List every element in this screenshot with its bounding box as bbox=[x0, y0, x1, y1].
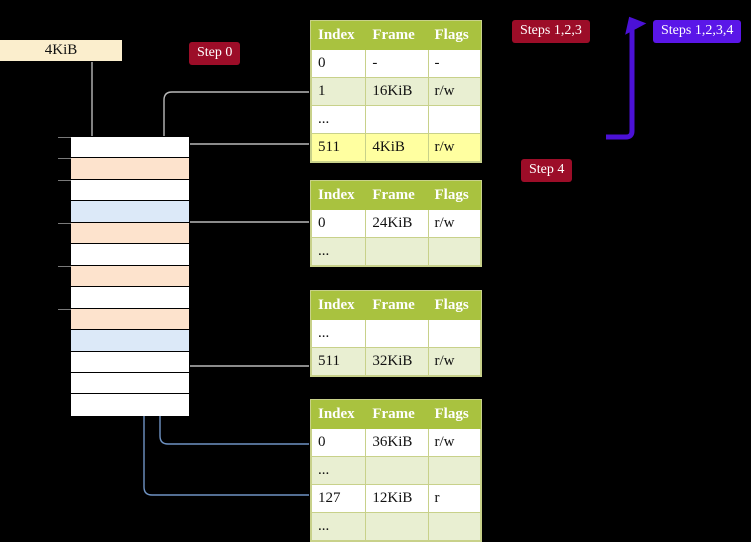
memory-frame-row bbox=[71, 351, 189, 373]
memory-frame-row bbox=[71, 394, 189, 416]
column-header-frame: Frame bbox=[365, 181, 429, 210]
table-cell: r/w bbox=[427, 133, 482, 162]
memory-frame-row bbox=[58, 158, 189, 180]
table-cell: ... bbox=[310, 105, 367, 134]
table-cell bbox=[365, 512, 429, 541]
memory-frame-row bbox=[58, 137, 189, 159]
memory-frame-row bbox=[71, 330, 189, 352]
frame-tick-mark bbox=[58, 222, 71, 224]
table-row[interactable]: ... bbox=[310, 105, 482, 134]
table-cell: 511 bbox=[310, 347, 367, 376]
table-cell bbox=[365, 237, 429, 266]
table-cell: 24KiB bbox=[365, 209, 429, 238]
frame-size-label: 4KiB bbox=[0, 40, 122, 61]
memory-frame-row bbox=[58, 179, 189, 202]
table-cell: 0 bbox=[310, 428, 367, 457]
table-cell bbox=[427, 512, 482, 541]
table-row[interactable]: ... bbox=[310, 319, 482, 348]
column-header-index: Index bbox=[310, 181, 367, 210]
table-cell: ... bbox=[310, 512, 367, 541]
table-cell bbox=[427, 237, 482, 266]
diagram-canvas: 4KiB Step 0 Steps 1,2,3 Steps 1,2,3,4 St… bbox=[0, 16, 742, 542]
column-header-flags: Flags bbox=[427, 181, 482, 210]
table-cell: - bbox=[427, 49, 482, 78]
table-row[interactable]: ... bbox=[310, 237, 482, 266]
table-cell: 12KiB bbox=[365, 484, 429, 513]
table-cell bbox=[427, 105, 482, 134]
table-cell: 127 bbox=[310, 484, 367, 513]
table-cell: 511 bbox=[310, 133, 367, 162]
table-cell: r/w bbox=[427, 209, 482, 238]
memory-frame-row bbox=[71, 287, 189, 309]
table-cell bbox=[427, 319, 482, 348]
table-row[interactable]: ... bbox=[310, 456, 482, 485]
table-cell: 4KiB bbox=[365, 133, 429, 162]
table-cell: 0 bbox=[310, 209, 367, 238]
table-cell bbox=[365, 319, 429, 348]
table-cell: r bbox=[427, 484, 482, 513]
column-header-flags: Flags bbox=[427, 291, 482, 320]
table-cell: r/w bbox=[427, 347, 482, 376]
column-header-frame: Frame bbox=[365, 21, 429, 50]
table-cell: ... bbox=[310, 237, 367, 266]
column-header-flags: Flags bbox=[427, 21, 482, 50]
steps-123-badge: Steps 1,2,3 bbox=[512, 20, 590, 43]
physical-memory-frames bbox=[58, 136, 190, 416]
steps-1234-badge: Steps 1,2,3,4 bbox=[653, 20, 742, 43]
column-header-flags: Flags bbox=[427, 400, 482, 429]
frame-tick-mark bbox=[58, 265, 71, 267]
memory-frame-row bbox=[58, 222, 189, 245]
frame-tick-mark bbox=[58, 158, 71, 160]
table-cell: 1 bbox=[310, 77, 367, 106]
memory-frame-row bbox=[71, 372, 189, 395]
column-header-index: Index bbox=[310, 21, 367, 50]
column-header-index: Index bbox=[310, 291, 367, 320]
column-header-frame: Frame bbox=[365, 400, 429, 429]
table-cell: 16KiB bbox=[365, 77, 429, 106]
table-cell bbox=[427, 456, 482, 485]
step-0-badge: Step 0 bbox=[189, 42, 241, 65]
table-cell bbox=[365, 456, 429, 485]
table-cell: 0 bbox=[310, 49, 367, 78]
table-cell: 32KiB bbox=[365, 347, 429, 376]
column-header-frame: Frame bbox=[365, 291, 429, 320]
table-row[interactable]: 0-- bbox=[310, 49, 482, 78]
memory-frame-row bbox=[58, 308, 189, 331]
column-header-index: Index bbox=[310, 400, 367, 429]
steps-flow-arrow bbox=[606, 24, 635, 140]
table-cell: ... bbox=[310, 319, 367, 348]
frame-tick-mark bbox=[58, 137, 71, 138]
memory-frame-row bbox=[71, 244, 189, 266]
memory-frame-row bbox=[71, 201, 189, 223]
frame-tick-mark bbox=[58, 179, 71, 181]
table-cell: r/w bbox=[427, 428, 482, 457]
table-cell: ... bbox=[310, 456, 367, 485]
step-4-badge: Step 4 bbox=[521, 159, 573, 182]
steps-flow-arrowhead bbox=[625, 16, 647, 35]
table-cell bbox=[365, 105, 429, 134]
table-row[interactable]: ... bbox=[310, 512, 482, 541]
table-cell: 36KiB bbox=[365, 428, 429, 457]
table-cell: - bbox=[365, 49, 429, 78]
table-cell: r/w bbox=[427, 77, 482, 106]
memory-frame-row bbox=[58, 265, 189, 288]
frame-tick-mark bbox=[58, 308, 71, 310]
